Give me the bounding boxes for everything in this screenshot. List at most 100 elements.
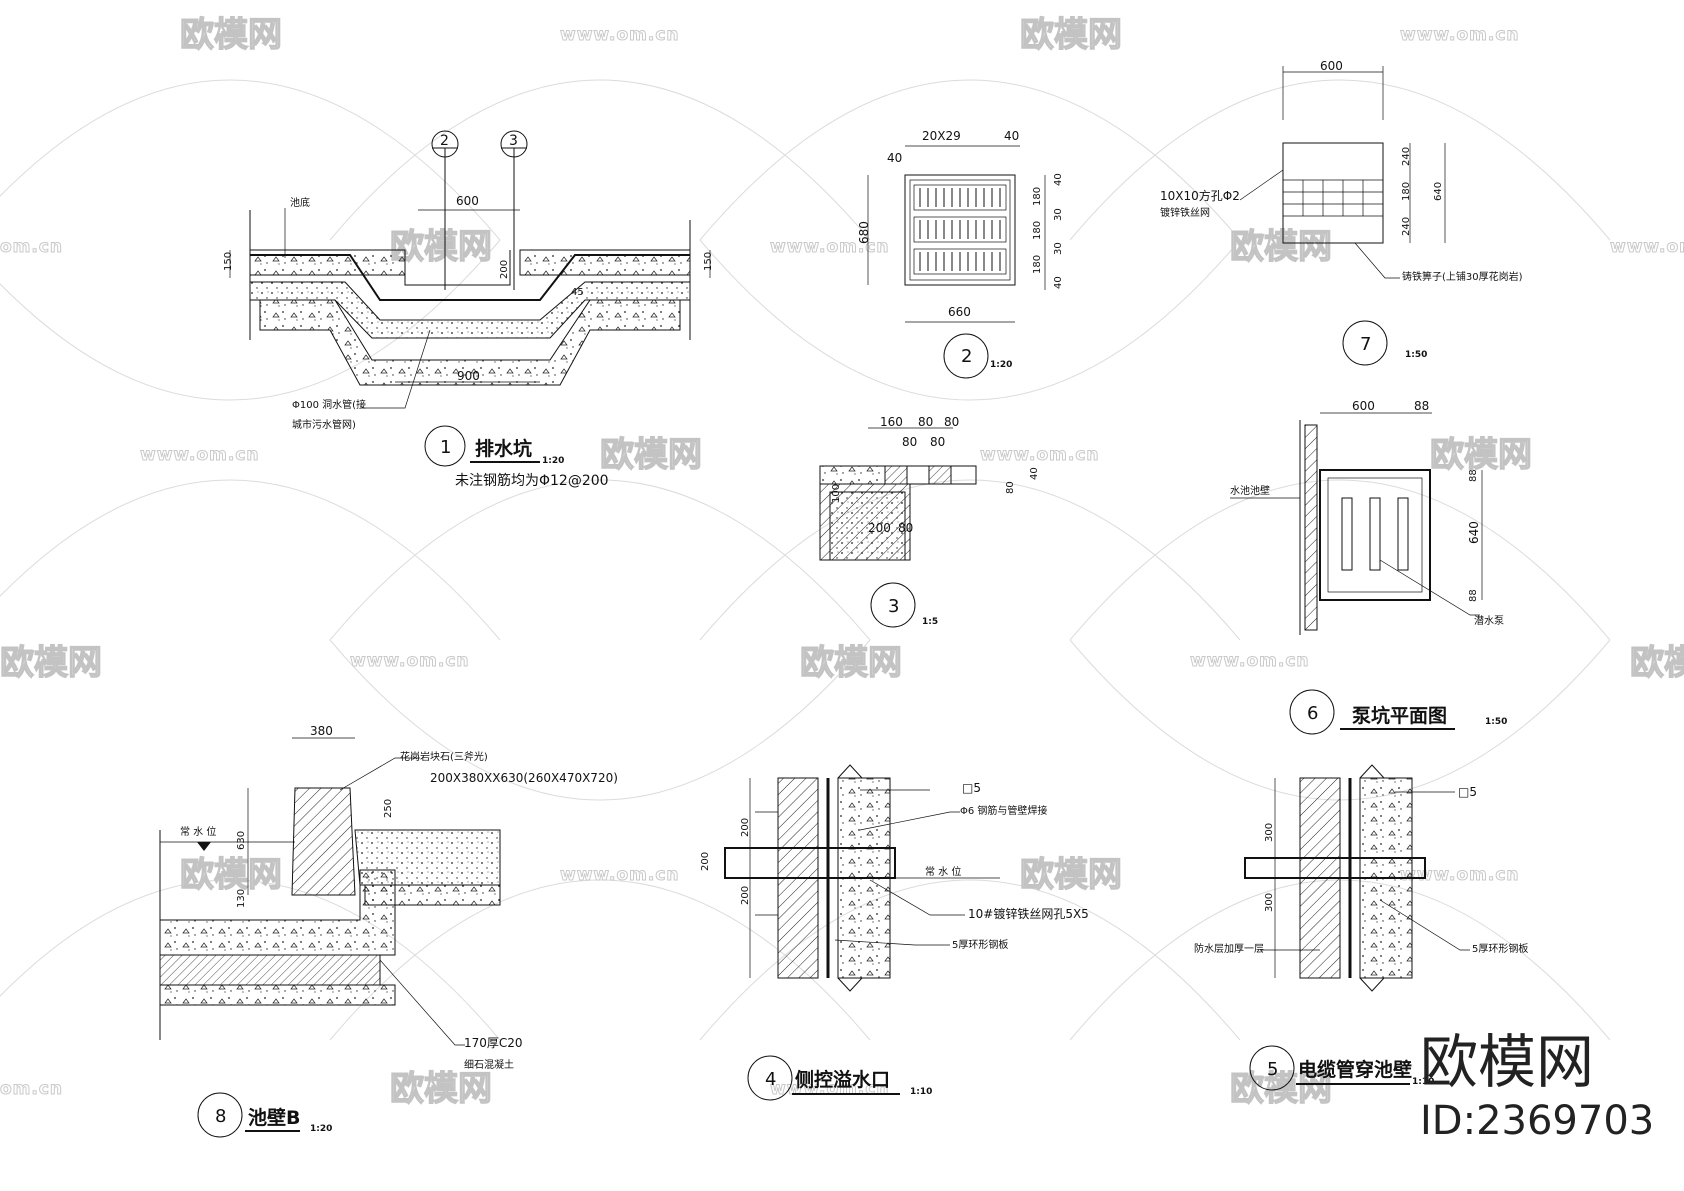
ref-number: 3	[509, 133, 518, 149]
base-layer	[259, 299, 681, 386]
detail-1-drain-pit: 2 3 600 900 150 150 200 45 池底 Φ100 洞水管(接…	[223, 130, 714, 489]
detail-7-grate-plan: 600 240 180 240 640 10X10方孔Φ2 镀锌铁丝网 铸铁箅子…	[1160, 59, 1523, 366]
svg-text:240: 240	[1401, 147, 1412, 166]
svg-text:200: 200	[740, 818, 751, 837]
detail-8-pool-wall-b: 380 630 250 130 花岗岩块石(三斧光) 200X380XX630(…	[159, 724, 618, 1138]
rebar-note: 未注钢筋均为Φ12@200	[455, 472, 609, 489]
watermark-logo: 欧模网	[180, 855, 282, 895]
dim-900: 900	[457, 369, 480, 383]
watermark-logo: 欧模网	[800, 643, 902, 683]
detail-title: 排水坑	[475, 437, 532, 460]
watermark-url: www.om.cn	[1610, 237, 1684, 257]
detail-scale: 1:10	[1412, 1077, 1434, 1087]
stone-label: 花岗岩块石(三斧光)	[400, 750, 488, 763]
svg-text:200: 200	[740, 886, 751, 905]
watermark-logo: 欧模网	[1020, 15, 1122, 55]
watermark-logo: 欧模网	[1630, 643, 1684, 683]
label-rebar: Φ6 钢筋与管壁焊接	[960, 804, 1047, 817]
watermark-url: www.om.cn	[140, 445, 260, 465]
dim-20x29: 20X29	[922, 129, 961, 143]
svg-text:30: 30	[1053, 242, 1064, 255]
ref-bubble-3	[500, 130, 528, 158]
label-pool-bottom: 池底	[290, 196, 310, 209]
detail-scale: 1:20	[542, 456, 564, 466]
detail-scale: 1:20	[990, 360, 1012, 370]
detail-number-circle	[1342, 320, 1388, 366]
detail-number-circle	[870, 582, 916, 628]
detail-number: 7	[1360, 334, 1371, 355]
grate-outline	[904, 174, 1016, 286]
svg-text:200: 200	[700, 852, 711, 871]
svg-text:130: 130	[236, 889, 247, 908]
dim-660: 660	[948, 305, 971, 319]
detail-5-cable-through-wall: 300 300 □5 防水层加厚一层 5厚环形钢板 5 电缆管穿池壁 1:10	[1194, 764, 1528, 1091]
detail-title: 池壁B	[248, 1106, 300, 1129]
svg-text:180: 180	[1032, 221, 1043, 240]
pipe-note: 城市污水管网)	[292, 418, 356, 431]
svg-text:30: 30	[1053, 208, 1064, 221]
watermark-url: www.om.cn	[1400, 25, 1520, 45]
detail-number: 3	[888, 596, 899, 617]
svg-text:40: 40	[1053, 276, 1064, 289]
rebar-line	[250, 254, 690, 301]
dim-380: 380	[310, 724, 333, 738]
detail-number: 5	[1267, 1059, 1278, 1080]
mesh-label: 镀锌铁丝网	[1160, 206, 1210, 219]
grate-slots	[913, 184, 1007, 275]
watermark-url: www.om.cn	[350, 651, 470, 671]
svg-text:300: 300	[1264, 823, 1275, 842]
detail-title: 侧控溢水口	[795, 1068, 890, 1091]
svg-text:80: 80	[902, 435, 917, 449]
detail-number-circle	[1289, 689, 1335, 735]
svg-text:88: 88	[1468, 469, 1479, 482]
dim-600: 600	[456, 194, 479, 208]
slab-left	[249, 249, 406, 276]
detail-number-circle	[1249, 1045, 1295, 1091]
model-id: ID:2369703	[1420, 1098, 1654, 1144]
watermark-logo: 欧模网	[600, 435, 702, 475]
svg-text:80: 80	[1005, 481, 1016, 494]
detail-scale: 1:5	[922, 617, 938, 627]
stone-size: 200X380XX630(260X470X720)	[430, 771, 618, 785]
detail-number-circle	[424, 425, 466, 467]
detail-6-pump-pit-plan: 600 88 88 640 88 水池池壁 潜水泵 6 泵坑平面图 1:50	[1230, 399, 1507, 735]
svg-text:88: 88	[1468, 589, 1479, 602]
ref-number: 2	[440, 133, 449, 149]
detail-title: 泵坑平面图	[1352, 704, 1447, 727]
dim-40: 40	[1004, 129, 1019, 143]
svg-text:40: 40	[1053, 173, 1064, 186]
detail-number-circle	[943, 333, 989, 379]
detail-title: 电缆管穿池壁	[1298, 1058, 1412, 1081]
water-level-icon	[197, 842, 211, 851]
svg-text:80: 80	[944, 415, 959, 429]
detail-number: 2	[961, 346, 972, 367]
watermark-url: om.cn	[0, 237, 63, 257]
watermark-logo: 欧模网	[390, 227, 492, 267]
grate-slot-bars	[919, 188, 1001, 271]
watermark-url: www.om.cn	[560, 865, 680, 885]
water-level-label: 常 水 位	[925, 865, 961, 878]
detail-number: 1	[440, 437, 451, 458]
cable-pipe	[1244, 857, 1426, 879]
dim-88: 88	[1414, 399, 1429, 413]
watermark-logo: 欧模网	[1430, 435, 1532, 475]
dim-600: 600	[1320, 59, 1343, 73]
watermark-logo: 欧模网	[1230, 227, 1332, 267]
watermark-url: www.om.cn	[1190, 651, 1310, 671]
watermark-layer: 欧模网 www.om.cn 欧模网 www.om.cn om.cn 欧模网 ww…	[0, 14, 1684, 1110]
water-level-label: 常 水 位	[180, 825, 216, 838]
detail-2-grate-plan: 20X29 40 40 660 680 40 180 30 180 30 180…	[857, 129, 1064, 379]
watermark-url: www.om.cn	[770, 237, 890, 257]
svg-text:40: 40	[1029, 467, 1040, 480]
dim-40: 40	[887, 151, 902, 165]
svg-text:630: 630	[236, 831, 247, 850]
pit-opening	[404, 250, 511, 286]
label-square: □5	[1458, 785, 1477, 799]
detail-scale: 1:20	[310, 1124, 332, 1134]
dim-150-left: 150	[223, 252, 234, 271]
watermark-url: om.cn	[0, 1079, 63, 1099]
label-plate: 5厚环形钢板	[952, 938, 1008, 951]
slab-right	[519, 249, 691, 276]
svg-text:100: 100	[831, 484, 842, 503]
detail-number: 8	[215, 1106, 226, 1127]
